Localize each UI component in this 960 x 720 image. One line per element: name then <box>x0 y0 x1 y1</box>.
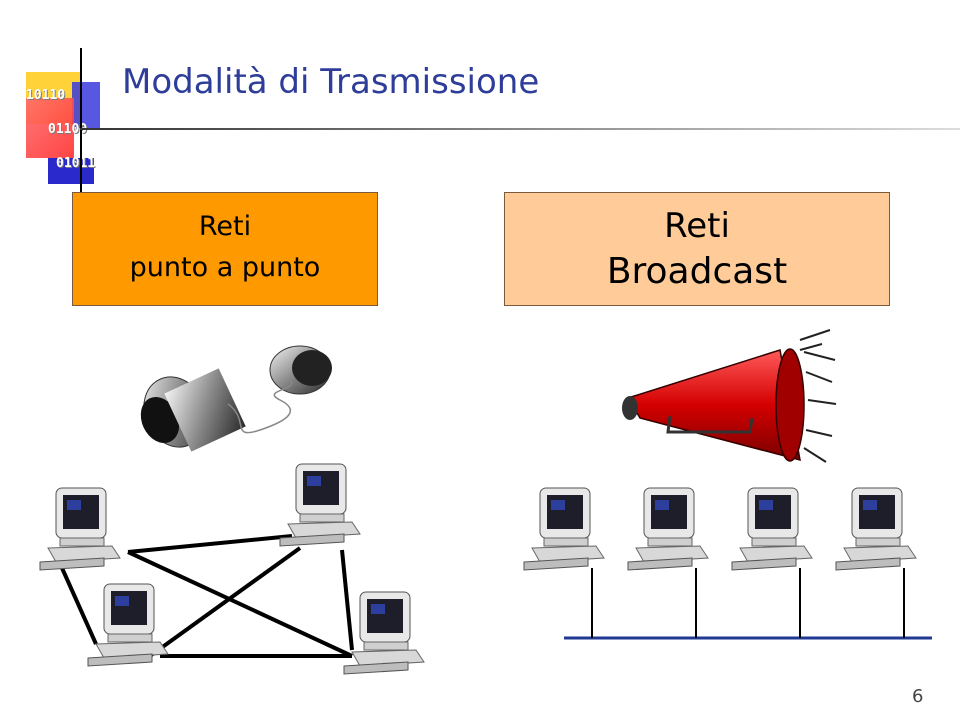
broadcast-line2: Broadcast <box>606 251 788 292</box>
point-to-point-line2: punto a punto <box>129 252 321 283</box>
page-number: 6 <box>912 686 924 707</box>
point-to-point-line1: Reti <box>198 211 252 242</box>
computer-icon <box>343 591 425 675</box>
bus-network <box>564 568 932 640</box>
slide-logo: 10110 01100 01011 <box>22 70 112 190</box>
computer-icon <box>39 487 121 571</box>
computer-icon <box>835 487 917 571</box>
megaphone-icon <box>622 329 837 463</box>
computer-icon <box>627 487 709 571</box>
computer-icon <box>523 487 605 571</box>
tin-can-telephone-icon <box>140 345 332 452</box>
mesh-links <box>60 534 354 658</box>
broadcast-line1: Reti <box>664 206 730 246</box>
logo-square-blue <box>48 158 94 184</box>
logo-binary-3: 01011 <box>56 156 96 171</box>
title-vertical-rule <box>80 48 82 196</box>
logo-square-red <box>26 98 74 158</box>
logo-binary-1: 10110 <box>26 88 66 103</box>
title-horizontal-rule <box>80 128 960 130</box>
logo-binary-2: 01100 <box>48 122 88 137</box>
computer-icon <box>279 463 361 547</box>
slide-title: Modalità di Trasmissione <box>122 62 540 102</box>
logo-square-blue-vertical <box>72 82 100 128</box>
point-to-point-box: Reti punto a punto <box>72 192 378 306</box>
computer-icon <box>87 583 169 667</box>
broadcast-box: Reti Broadcast <box>504 192 890 306</box>
computer-icon <box>731 487 813 571</box>
